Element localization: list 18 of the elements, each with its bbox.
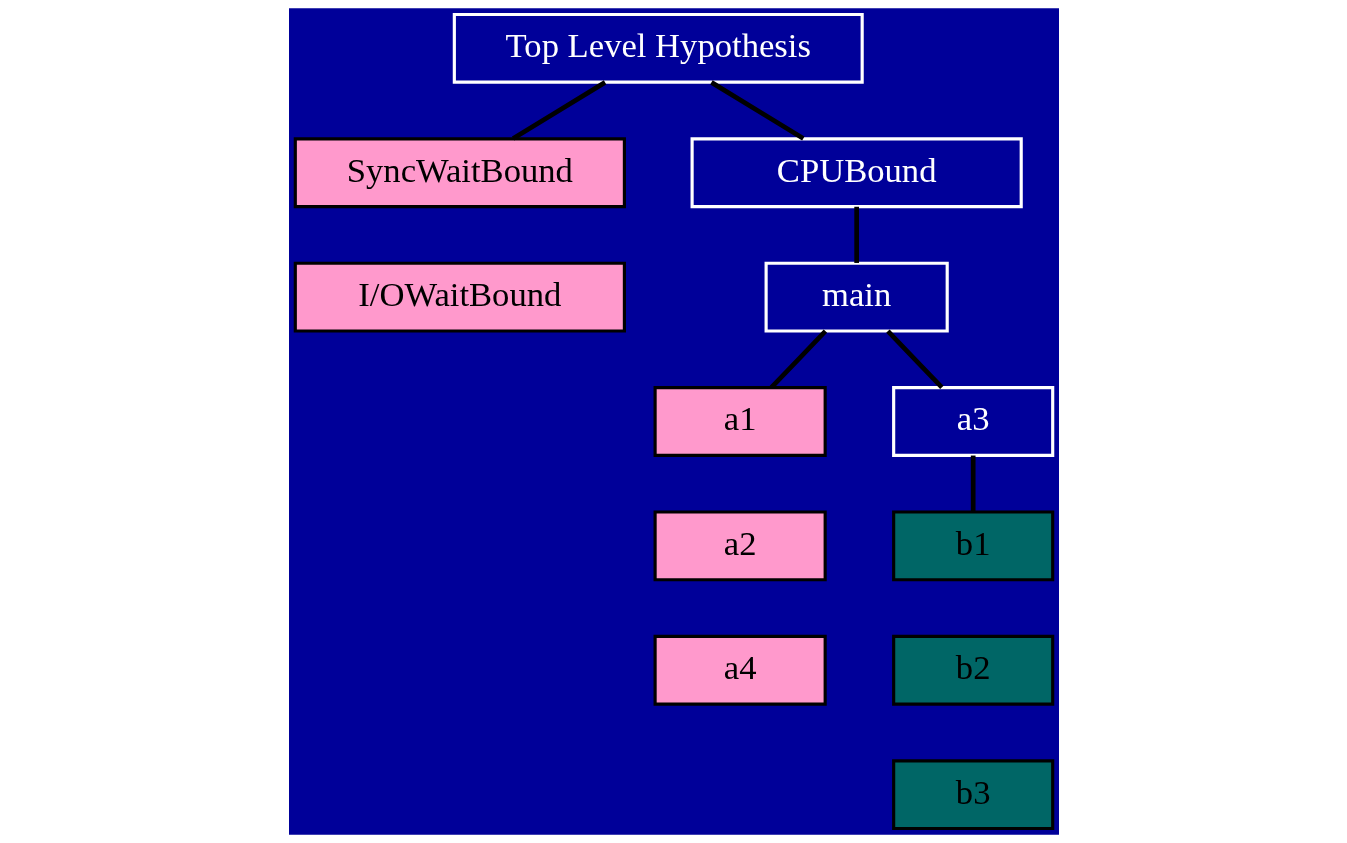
node-box: b3 xyxy=(891,759,1054,831)
node-box: main xyxy=(764,261,949,333)
node-box: CPUBound xyxy=(690,137,1023,209)
node-box: a2 xyxy=(653,510,827,582)
connector xyxy=(709,80,805,141)
node-box: SyncWaitBound xyxy=(293,137,626,209)
node-box: a4 xyxy=(653,634,827,706)
node-box: a1 xyxy=(653,386,827,457)
node-box: I/OWaitBound xyxy=(293,261,626,333)
node-box: Top Level Hypothesis xyxy=(452,12,864,84)
connector xyxy=(885,329,944,389)
connector xyxy=(970,455,976,512)
node-box: a3 xyxy=(891,386,1054,457)
connector xyxy=(853,206,859,263)
connector xyxy=(769,329,827,389)
node-box: b1 xyxy=(891,510,1054,582)
connector xyxy=(511,80,606,141)
node-box: b2 xyxy=(891,634,1054,706)
